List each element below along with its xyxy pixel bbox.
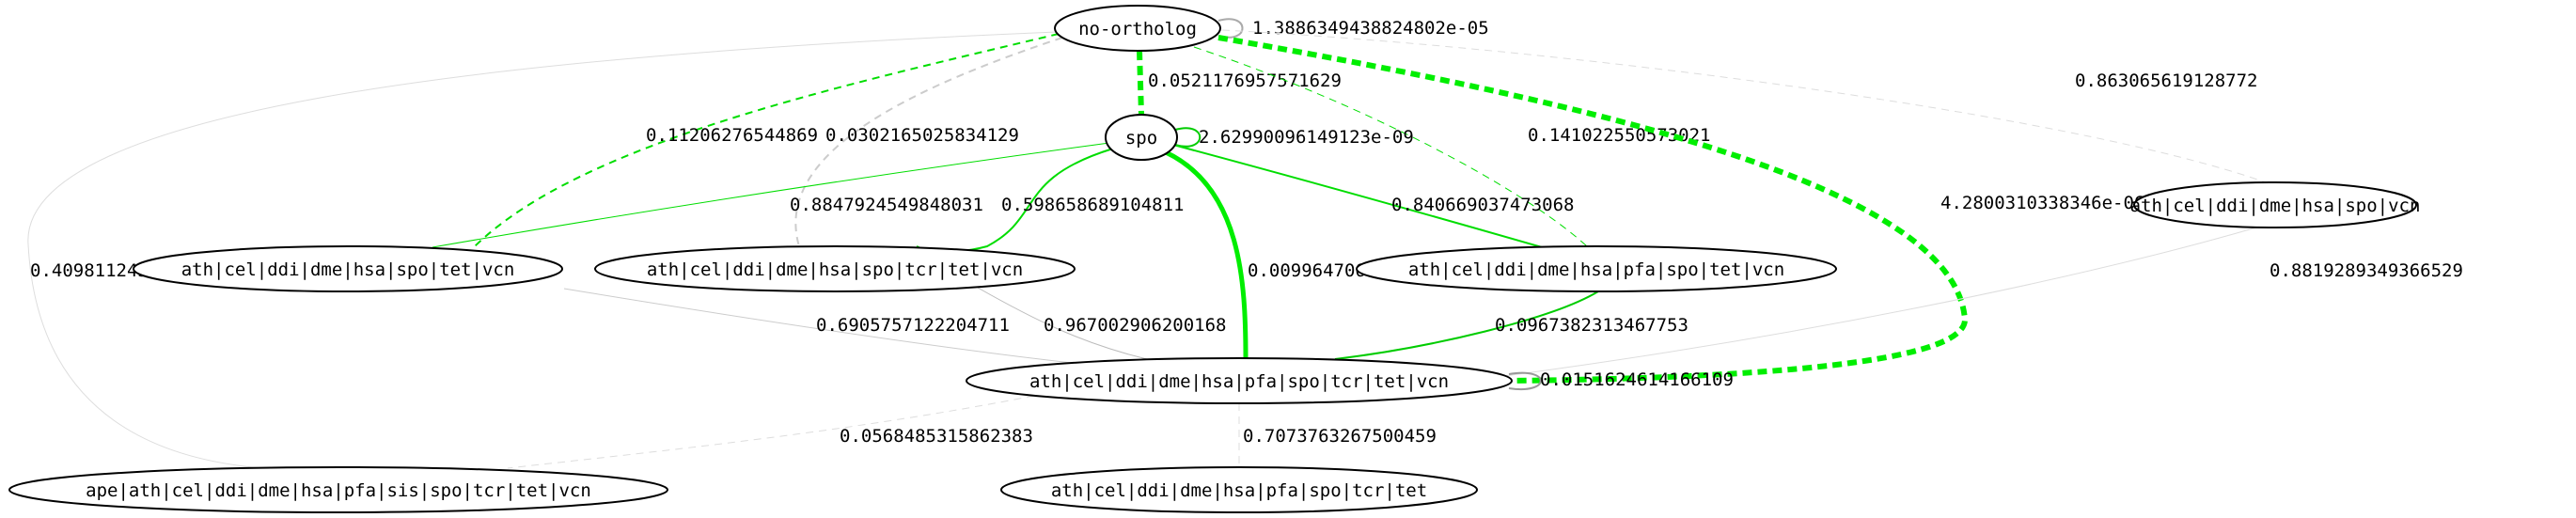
edge-label: 0.0568485315862383 [840, 426, 1033, 447]
edge-label: 0.6905757122204711 [816, 315, 1010, 336]
edge-n_hsa_spo_tcr_tet_vcn-to-n_hsa_pfa_spo_tcr_tet_vcn [977, 287, 1148, 360]
edge-n_hsa_pfa_spo_tet_vcn-to-n_hsa_pfa_spo_tcr_tet_vcn [1334, 290, 1599, 360]
edge-label: 0.840669037473068 [1391, 195, 1574, 215]
edge-label: 0.0967382313467753 [1495, 315, 1689, 336]
node-ellipse[interactable] [133, 245, 563, 292]
node-n_hsa_spo_vcn[interactable]: ath|cel|ddi|dme|hsa|spo|vcn [2130, 181, 2421, 228]
edge-label: 0.8819289349366529 [2270, 260, 2463, 281]
node-no_ortholog[interactable]: no-ortholog [1054, 5, 1221, 52]
node-label: ath|cel|ddi|dme|hsa|spo|tet|vcn [181, 259, 515, 280]
edge-spo-to-n_hsa_pfa_spo_tcr_tet_vcn [1164, 149, 1249, 359]
node-ellipse[interactable] [1000, 466, 1478, 513]
node-ellipse[interactable] [8, 466, 668, 513]
node-label: ath|cel|ddi|dme|hsa|pfa|spo|tcr|tet [1051, 480, 1427, 501]
edge-n_hsa_pfa_spo_tcr_tet_vcn-to-n_ape_all [507, 395, 1035, 469]
edge-n_hsa_pfa_spo_tcr_tet_vcn-to-n_hsa_pfa_spo_tcr_tet_vcn [1508, 371, 1542, 391]
edge-label: 0.967002906200168 [1044, 315, 1226, 336]
node-ellipse[interactable] [966, 357, 1513, 404]
edge-label: 0.863065619128772 [2075, 71, 2257, 91]
edge-n_hsa_spo_vcn-to-n_hsa_pfa_spo_tcr_tet_vcn [1503, 227, 2257, 377]
edge-label: 0.0521176957571629 [1148, 71, 1342, 91]
edge-no_ortholog-to-no_ortholog [1217, 18, 1244, 39]
edge-no_ortholog-to-n_hsa_spo_tcr_tet_vcn [794, 37, 1063, 247]
node-label: ath|cel|ddi|dme|hsa|spo|tcr|tet|vcn [647, 259, 1023, 280]
edge-spo-to-n_hsa_pfa_spo_tet_vcn [1172, 144, 1543, 248]
edge-label: 0.8847924549848031 [790, 195, 983, 215]
node-ellipse[interactable] [1054, 5, 1221, 52]
node-label: no-ortholog [1078, 19, 1197, 39]
node-n_ape_all[interactable]: ape|ath|cel|ddi|dme|hsa|pfa|sis|spo|tcr|… [8, 466, 668, 513]
node-ellipse[interactable] [1356, 245, 1837, 292]
edge-label: 0.0302165025834129 [825, 125, 1019, 146]
node-n_hsa_spo_tcr_tet_vcn[interactable]: ath|cel|ddi|dme|hsa|spo|tcr|tet|vcn [594, 245, 1076, 292]
edge-layer: 1.3886349438824802e-05 0.0521176957571629… [27, 18, 2463, 469]
node-label: ape|ath|cel|ddi|dme|hsa|pfa|sis|spo|tcr|… [86, 480, 591, 501]
edge-spo-to-spo [1174, 127, 1202, 148]
node-n_hsa_pfa_spo_tcr_tet_vcn[interactable]: ath|cel|ddi|dme|hsa|pfa|spo|tcr|tet|vcn [966, 357, 1513, 404]
node-label: spo [1125, 128, 1157, 149]
edge-no_ortholog-to-n_ape_all [27, 31, 1058, 469]
node-ellipse[interactable] [594, 245, 1076, 292]
node-label: ath|cel|ddi|dme|hsa|spo|vcn [2130, 196, 2421, 216]
edge-spo-to-n_hsa_spo_tet_vcn [432, 142, 1110, 248]
edge-label: 1.3886349438824802e-05 [1252, 18, 1489, 39]
edge-label: 0.141022550573021 [1528, 125, 1710, 146]
edge-label: 2.62990096149123e-09 [1199, 127, 1414, 148]
node-layer: no-ortholog spo ath|cel|ddi|dme|hsa|spo|vc… [8, 5, 2421, 513]
edge-label: 0.11206276544869 [646, 125, 818, 146]
edge-n_hsa_spo_tet_vcn-to-n_hsa_pfa_spo_tcr_tet_vcn [563, 288, 1073, 364]
edge-label: 0.0151624614166109 [1540, 369, 1734, 390]
edge-no_ortholog-to-n_hsa_spo_vcn [1221, 29, 2267, 183]
edge-no_ortholog-to-n_hsa_pfa_spo_tet_vcn [1193, 46, 1588, 247]
edge-no_ortholog-to-n_hsa_pfa_spo_tcr_tet_vcn [1217, 35, 1969, 384]
node-label: ath|cel|ddi|dme|hsa|pfa|spo|tet|vcn [1408, 259, 1784, 280]
node-ellipse[interactable] [2133, 181, 2417, 228]
node-n_hsa_spo_tet_vcn[interactable]: ath|cel|ddi|dme|hsa|spo|tet|vcn [133, 245, 563, 292]
node-ellipse[interactable] [1105, 114, 1178, 161]
node-label: ath|cel|ddi|dme|hsa|pfa|spo|tcr|tet|vcn [1029, 371, 1449, 392]
edge-no_ortholog-to-n_hsa_spo_tet_vcn [474, 33, 1060, 247]
node-n_hsa_pfa_spo_tcr_tet[interactable]: ath|cel|ddi|dme|hsa|pfa|spo|tcr|tet [1000, 466, 1478, 513]
edge-label: 0.598658689104811 [1001, 195, 1184, 215]
node-spo[interactable]: spo [1105, 114, 1178, 161]
edge-label: 0.7073763267500459 [1243, 426, 1437, 447]
node-n_hsa_pfa_spo_tet_vcn[interactable]: ath|cel|ddi|dme|hsa|pfa|spo|tet|vcn [1356, 245, 1837, 292]
edge-label: 4.2800310338346e-06 [1940, 193, 2144, 213]
edge-no_ortholog-to-spo [1137, 50, 1144, 116]
